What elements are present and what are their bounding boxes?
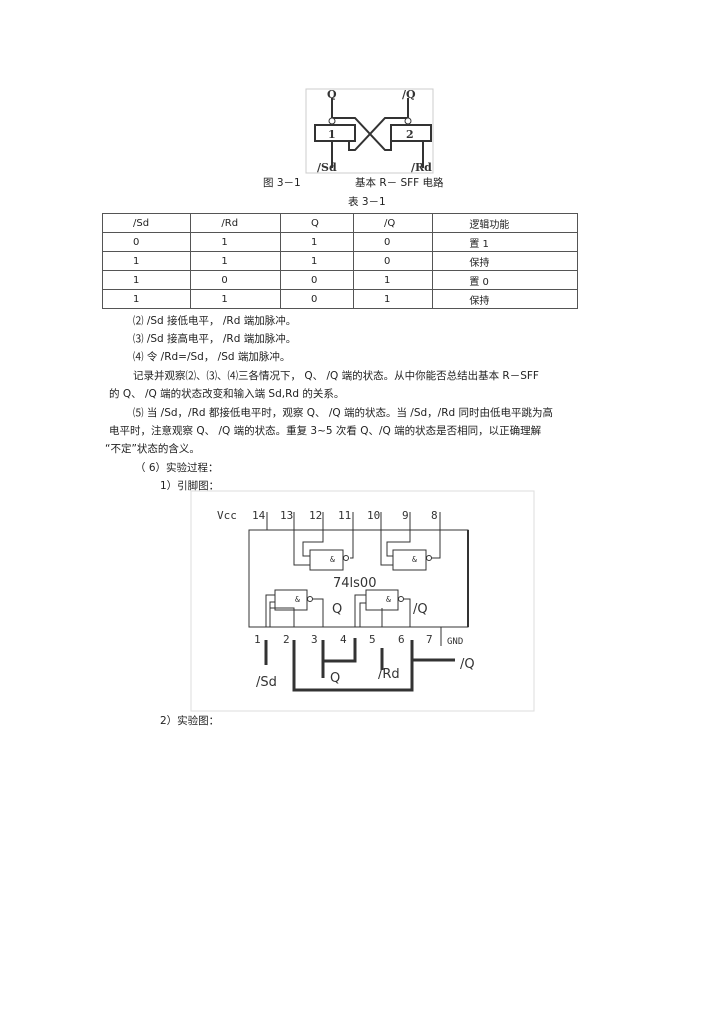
header-cell: Q (279, 213, 354, 233)
paragraph: ⑶ /Sd 接高电平， /Rd 端加脉冲。 (133, 333, 297, 345)
nq-label: /Q (402, 88, 416, 101)
pin-label: 12 (309, 509, 322, 522)
cell: 0 (101, 232, 192, 252)
cell: 1 (101, 289, 192, 309)
pinout-diagram: Vcc 14 13 12 11 10 9 8 1 2 3 4 5 6 7 GND… (190, 490, 535, 712)
cell: 0 (352, 232, 434, 252)
gate-symbol: & (330, 555, 335, 564)
q-output-label: Q (332, 602, 342, 617)
gate2-label: 2 (406, 128, 414, 141)
rd-input-label: /Rd (378, 667, 400, 682)
pin-label: 2 (283, 633, 290, 646)
pin-label: 3 (311, 633, 318, 646)
paragraph: 电平时，注意观察 Q、 /Q 端的状态。重复 3~5 次看 Q、/Q 端的状态是… (109, 425, 542, 437)
header-cell: /Q (352, 213, 434, 233)
subheading: 1）引脚图： (160, 480, 220, 492)
cell: 1 (279, 251, 354, 271)
cell: 置 0 (432, 270, 578, 290)
paragraph: 记录并观察⑵、⑶、⑷三各情况下， Q、 /Q 端的状态。从中你能否总结出基本 R… (133, 370, 539, 382)
figure-caption: 基本 R－ SFF 电路 (355, 177, 444, 189)
pin-label: 13 (280, 509, 293, 522)
pin-label: 4 (340, 633, 347, 646)
pin-label: 14 (252, 509, 266, 522)
header-cell: /Sd (101, 213, 192, 233)
paragraph: “不定”状态的含义。 (105, 443, 200, 455)
cell: 1 (101, 251, 192, 271)
gate-symbol: & (412, 555, 417, 564)
pin-label: 7 (426, 633, 433, 646)
sd-input-label: /Sd (256, 675, 277, 690)
gate-symbol: & (386, 595, 391, 604)
pin-label: 10 (367, 509, 380, 522)
cell: 保持 (432, 251, 578, 271)
cell: 0 (190, 270, 281, 290)
nq-output-label: /Q (413, 602, 428, 617)
nq-pin-label: /Q (460, 657, 475, 672)
cell: 1 (352, 289, 434, 309)
subheading: 2）实验图： (160, 715, 220, 727)
section-heading: （ 6）实验过程： (135, 462, 219, 474)
cell: 0 (279, 289, 354, 309)
cell: 保持 (432, 289, 578, 309)
table-caption: 表 3－1 (348, 196, 386, 208)
paragraph: ⑵ /Sd 接低电平， /Rd 端加脉冲。 (133, 315, 297, 327)
cell: 0 (352, 251, 434, 271)
cell: 0 (279, 270, 354, 290)
q-pin-label: Q (330, 671, 340, 686)
paragraph: ⑸ 当 /Sd，/Rd 都接低电平时，观察 Q、 /Q 端的状态。当 /Sd，/… (133, 407, 553, 419)
sd-label: /Sd (317, 161, 337, 174)
paragraph: ⑷ 令 /Rd=/Sd， /Sd 端加脉冲。 (133, 351, 291, 363)
pin-label: 9 (402, 509, 409, 522)
figure-number: 图 3－1 (263, 177, 301, 189)
rd-label: /Rd (411, 161, 432, 174)
cell: 置 1 (432, 232, 578, 252)
header-cell: /Rd (190, 213, 281, 233)
cell: 1 (101, 270, 192, 290)
pin-label: 11 (338, 509, 351, 522)
gnd-label: GND (447, 637, 463, 647)
q-label: Q (327, 88, 337, 101)
cell: 1 (352, 270, 434, 290)
rs-flipflop-figure: Q /Q 1 2 /Sd /Rd (305, 88, 434, 174)
cell: 1 (279, 232, 354, 252)
paragraph: 的 Q、 /Q 端的状态改变和输入端 Sd,Rd 的关系。 (109, 388, 345, 400)
gate1-label: 1 (328, 128, 336, 141)
pin-label: 6 (398, 633, 405, 646)
header-cell: 逻辑功能 (432, 213, 578, 233)
cell: 1 (190, 251, 281, 271)
chip-label: 74ls00 (333, 576, 376, 591)
pin-label: 5 (369, 633, 376, 646)
pin-label: 8 (431, 509, 438, 522)
vcc-label: Vcc (217, 509, 237, 522)
pin-label: 1 (254, 633, 261, 646)
cell: 1 (190, 232, 281, 252)
gate-symbol: & (295, 595, 300, 604)
cell: 1 (190, 289, 281, 309)
